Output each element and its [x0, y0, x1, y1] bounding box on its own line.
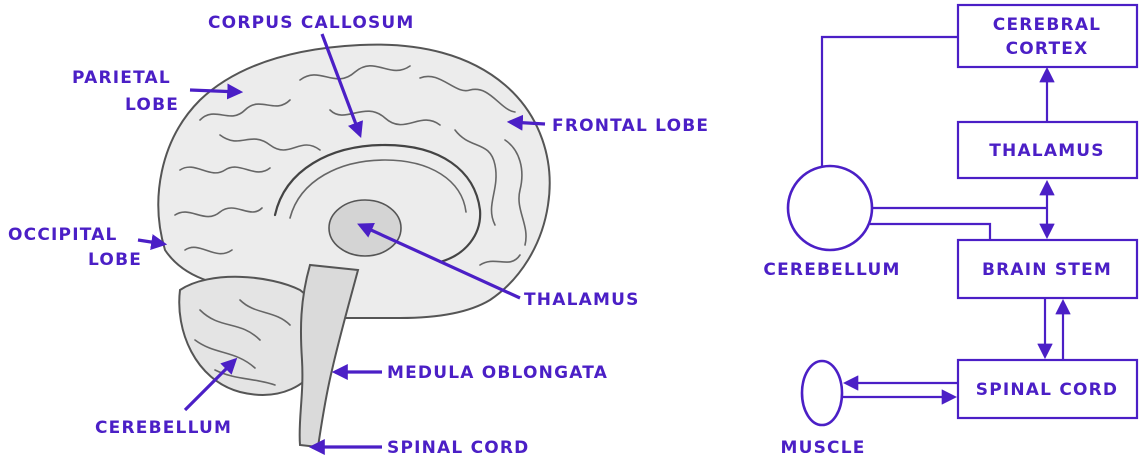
arrow-occipital-lobe [138, 240, 164, 244]
label-spinal-cord: SPINAL CORD [387, 438, 530, 458]
node-label-muscle: MUSCLE [780, 438, 865, 458]
flow-diagram: CEREBRAL CORTEX THALAMUS BRAIN STEM SPIN… [763, 5, 1137, 458]
node-label-cerebellum: CEREBELLUM [763, 260, 900, 280]
label-frontal-lobe: FRONTAL LOBE [552, 116, 709, 136]
arrow-parietal-lobe [190, 90, 240, 92]
label-cerebellum: CEREBELLUM [95, 418, 232, 438]
cerebellum-node [788, 166, 872, 250]
label-occipital-lobe-line2: LOBE [88, 250, 142, 270]
label-corpus-callosum: CORPUS CALLOSUM [208, 13, 415, 33]
arrow-frontal-lobe [510, 122, 545, 124]
box-label-cortex: CORTEX [1006, 39, 1089, 59]
muscle-node [802, 361, 842, 425]
box-label-brain-stem: BRAIN STEM [982, 260, 1112, 280]
wire-cerebellum-to-cortex [822, 37, 958, 166]
label-parietal-lobe-line2: LOBE [125, 95, 179, 115]
label-occipital-lobe-line1: OCCIPITAL [8, 225, 118, 245]
brainstem-shape [300, 265, 358, 447]
box-label-cerebral: CEREBRAL [993, 15, 1101, 35]
label-medula-oblongata: MEDULA OBLONGATA [387, 363, 608, 383]
brain-illustration [158, 45, 549, 447]
box-label-spinal-cord: SPINAL CORD [976, 380, 1119, 400]
box-label-thalamus: THALAMUS [989, 141, 1105, 161]
wire-cerebellum-to-brainstem [870, 224, 990, 240]
label-thalamus: THALAMUS [524, 290, 640, 310]
label-parietal-lobe-line1: PARIETAL [72, 68, 171, 88]
